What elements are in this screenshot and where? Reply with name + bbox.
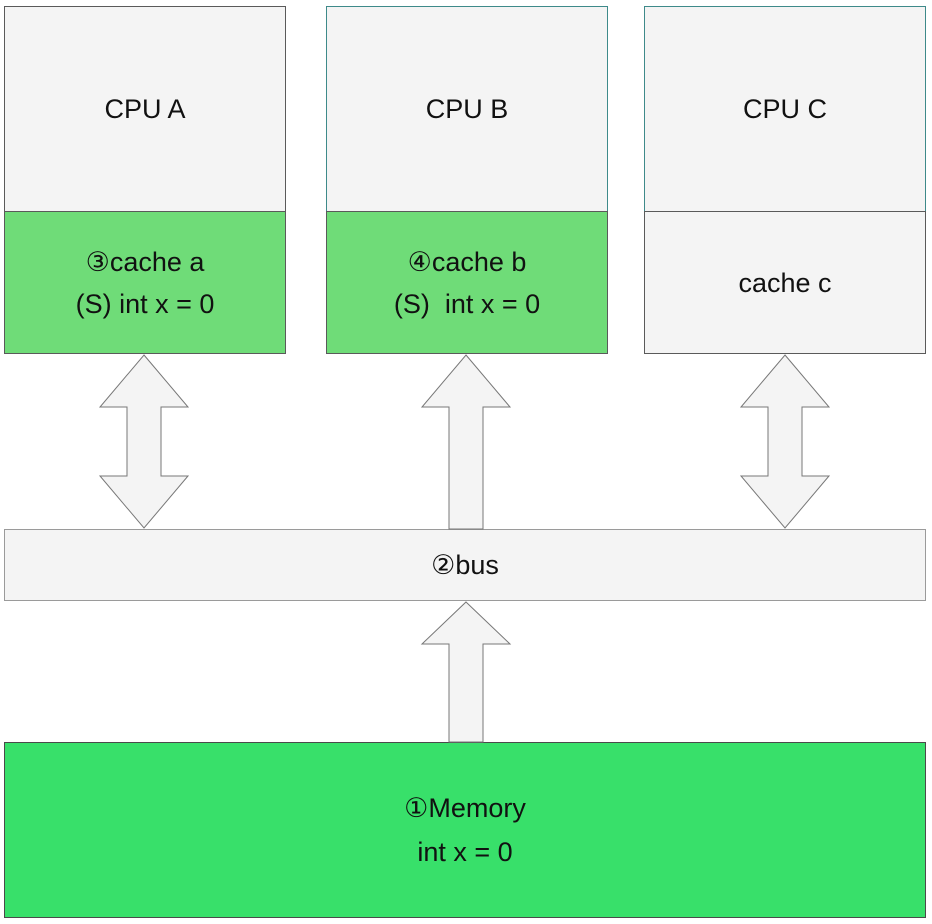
cache-a-box: ③cache a (S) int x = 0: [4, 211, 286, 354]
cpu-c-box: CPU C: [644, 6, 926, 212]
cpu-b-box: CPU B: [326, 6, 608, 212]
bus-to-cache-b-up-arrow: [420, 354, 512, 530]
cache-c-bus-double-arrow: [739, 354, 831, 529]
cache-b-box: ④cache b (S) int x = 0: [326, 211, 608, 354]
cpu-c-label: CPU C: [742, 93, 827, 124]
cpu-a-box: CPU A: [4, 6, 286, 212]
memory-box: ①Memory int x = 0: [4, 742, 926, 918]
cache-b-value: (S) int x = 0: [393, 288, 541, 319]
cache-a-bus-double-arrow: [98, 354, 190, 529]
memory-value: int x = 0: [417, 837, 513, 867]
memory-title: ①Memory: [404, 793, 526, 823]
cache-a-title: ③cache a: [85, 246, 205, 277]
cpu-b-label: CPU B: [425, 93, 509, 124]
cache-c-title: cache c: [738, 267, 832, 298]
bus-box: ②bus: [4, 529, 926, 601]
cache-c-box: cache c: [644, 211, 926, 354]
cache-b-title: ④cache b: [407, 246, 527, 277]
cpu-a-label: CPU A: [104, 93, 186, 124]
memory-to-bus-up-arrow: [420, 601, 512, 743]
bus-label: ②bus: [431, 549, 499, 580]
cache-a-value: (S) int x = 0: [75, 288, 215, 319]
